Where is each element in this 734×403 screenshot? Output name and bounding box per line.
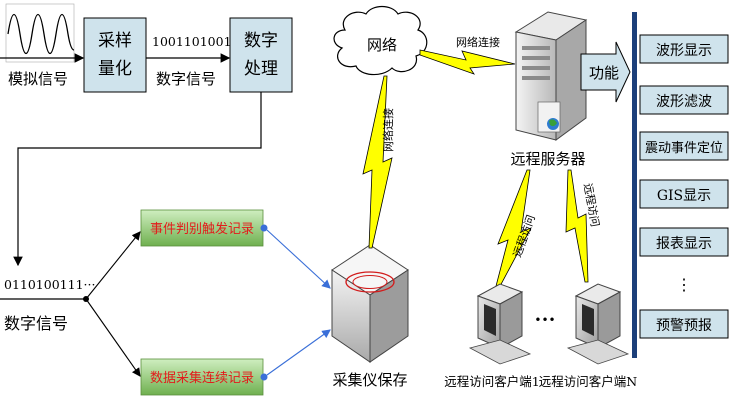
server-clientN-lightning-icon [565, 169, 589, 283]
client-n-label: 远程访问客户端N [539, 374, 638, 389]
digital-signal-label-top: 数字信号 [156, 70, 216, 88]
continuous-record-port [260, 373, 268, 381]
digital-processing-box [229, 17, 293, 93]
network-cloud-icon [333, 5, 428, 76]
client-1-label: 远程访问客户端1 [444, 374, 539, 389]
ellipsis-between-clients: ••• [534, 313, 555, 327]
continuous-record-box: 数据采集连续记录 [140, 358, 264, 396]
cloud-server-lightning-icon [419, 49, 516, 75]
function-arrow-shape [580, 41, 631, 103]
sampling-label-line1: 采样 [98, 31, 132, 51]
function-box-gis [639, 179, 729, 209]
collector-label: 采集仪保存 [332, 371, 407, 389]
client-1-computer-icon [468, 283, 532, 365]
processing-label-line1: 数字 [244, 31, 278, 51]
processing-to-left-connector [13, 92, 262, 267]
function-box-waveform-display [639, 34, 729, 64]
sampling-label-line2: 量化 [98, 59, 132, 79]
function-text-waveform-filter: 波形滤波 [656, 94, 712, 110]
function-more-ellipsis: ⋮ [676, 275, 692, 294]
event-record-box: 事件判别触发记录 [140, 209, 264, 247]
function-text-gis: GIS显示 [657, 188, 711, 204]
network-link-top-label: 网络连接 [456, 35, 500, 49]
remote-server-label: 远程服务器 [510, 150, 585, 168]
collector-device-icon [331, 244, 409, 363]
function-label: 功能 [589, 64, 619, 82]
continuous-record-label: 数据采集连续记录 [150, 370, 254, 386]
function-panel-bar [632, 12, 637, 358]
branch-to-continuous-arrow [85, 298, 141, 377]
function-text-event-location: 震动事件定位 [645, 141, 723, 156]
event-record-port [260, 224, 268, 232]
sampling-quantization-box [83, 17, 147, 93]
analog-signal-label: 模拟信号 [8, 70, 68, 88]
analog-waveform-icon [5, 3, 75, 63]
continuous-to-collector-arrow [266, 329, 331, 376]
function-text-waveform-display: 波形显示 [656, 43, 712, 59]
function-list: 波形显示 波形滤波 震动事件定位 GIS显示 报表显示 ⋮ 预警预报 [639, 34, 729, 339]
network-label: 网络 [367, 36, 397, 54]
function-box-report [639, 227, 729, 257]
event-record-label: 事件判别触发记录 [150, 221, 254, 237]
branch-to-event-arrow [85, 231, 141, 300]
function-box-early-warning [639, 309, 729, 339]
digital-signal-label-left: 数字信号 [4, 314, 68, 333]
network-link-vertical-label: 网络连接 [381, 108, 395, 152]
cloud-collector-lightning-icon [362, 75, 393, 249]
digital-bits-left: 0110100111··· [4, 277, 95, 292]
function-box-waveform-filter [639, 85, 729, 115]
event-to-collector-arrow [266, 229, 331, 289]
digital-bits-top: 1001101001··· [152, 34, 243, 49]
function-text-report: 报表显示 [656, 236, 712, 252]
client-n-computer-icon [566, 283, 630, 365]
function-text-early-warning: 预警预报 [656, 318, 712, 334]
function-box-event-location [639, 131, 729, 161]
processing-label-line2: 处理 [244, 59, 278, 79]
remote-server-icon [514, 11, 588, 141]
